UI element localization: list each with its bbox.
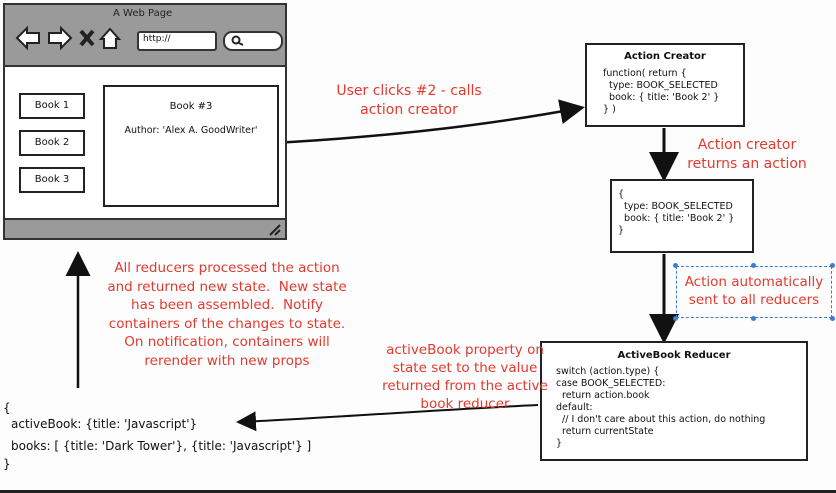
reducer-code: switch (action.type) { case BOOK_SELECTE… — [556, 366, 766, 449]
search-box[interactable] — [223, 31, 283, 51]
state-object: { activeBook: {title: 'Javascript'} book… — [3, 397, 311, 475]
state-active-book: activeBook: {title: 'Javascript'} — [11, 417, 198, 431]
arrow-reducer-to-state — [236, 404, 539, 432]
forward-arrow-icon — [48, 25, 73, 51]
book-item-label: Book 2 — [34, 137, 70, 148]
book-detail-title: Book #3 — [169, 101, 213, 112]
back-arrow-icon — [15, 25, 40, 51]
address-bar-text: http:// — [143, 34, 171, 44]
home-icon — [98, 27, 122, 49]
resize-grip-icon[interactable] — [267, 222, 281, 236]
browser-toolbar: A Web Page http:// — [5, 5, 285, 67]
action-creator-box: Action Creator function( return { type: … — [585, 43, 745, 127]
action-creator-title: Action Creator — [624, 51, 706, 62]
selection-handle[interactable] — [673, 316, 678, 321]
selection-handle[interactable] — [751, 263, 756, 268]
browser-statusbar — [5, 218, 285, 238]
book-item-1[interactable]: Book 1 — [19, 93, 85, 119]
selection-handle[interactable] — [830, 263, 835, 268]
window-title: A Web Page — [113, 8, 173, 19]
action-creator-code: function( return { type: BOOK_SELECTED b… — [603, 68, 720, 115]
book-detail-panel: Book #3 Author: 'Alex A. GoodWriter' — [103, 85, 279, 207]
action-object-box: { type: BOOK_SELECTED book: { title: 'Bo… — [610, 179, 754, 253]
annotation-all-reducers: All reducers processed the action and re… — [107, 260, 347, 369]
state-close-brace: } — [3, 457, 11, 471]
book-item-label: Book 1 — [34, 100, 70, 111]
state-open-brace: { — [3, 401, 11, 415]
browser-window: A Web Page http:// Book 1 Book 2 Book 3 … — [3, 3, 287, 240]
book-item-label: Book 3 — [34, 174, 70, 185]
nav-icons — [15, 25, 122, 51]
close-icon — [79, 29, 95, 47]
book-item-3[interactable]: Book 3 — [19, 167, 85, 193]
annotation-returns-action: Action creator returns an action — [687, 137, 807, 172]
state-books: books: [ {title: 'Dark Tower'}, {title: … — [11, 439, 312, 453]
annotation-sent-to-reducers: Action automatically sent to all reducer… — [684, 274, 824, 308]
reducer-title: ActiveBook Reducer — [617, 350, 731, 361]
bottom-edge — [0, 490, 836, 493]
selection-handle[interactable] — [830, 316, 835, 321]
selection-frame[interactable]: Action automatically sent to all reducer… — [673, 263, 835, 321]
annotation-active-book-property: activeBook property on state set to the … — [382, 342, 548, 412]
selection-handle[interactable] — [751, 316, 756, 321]
address-bar[interactable]: http:// — [137, 31, 217, 51]
book-item-2[interactable]: Book 2 — [19, 130, 85, 156]
annotation-user-clicks: User clicks #2 - calls action creator — [336, 83, 482, 118]
book-detail-author: Author: 'Alex A. GoodWriter' — [124, 125, 258, 136]
search-icon — [231, 35, 244, 46]
selection-handle[interactable] — [673, 263, 678, 268]
action-object-code: { type: BOOK_SELECTED book: { title: 'Bo… — [618, 189, 735, 236]
active-book-reducer-box: ActiveBook Reducer switch (action.type) … — [540, 341, 808, 461]
